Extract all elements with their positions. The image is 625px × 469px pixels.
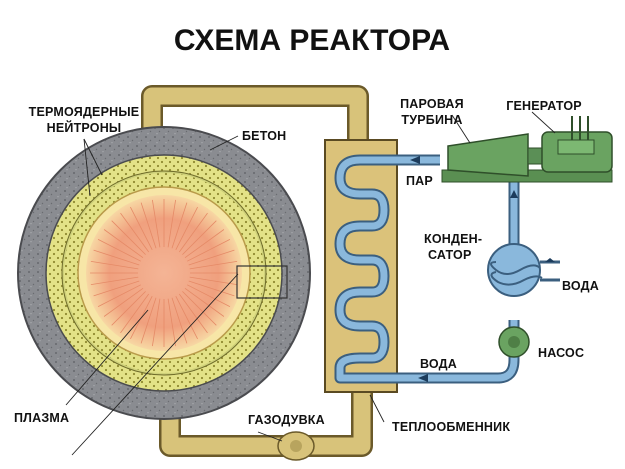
plasma-ray — [111, 291, 146, 326]
label-heat-exchanger: ТЕПЛООБМЕННИК — [392, 420, 510, 434]
steam-turbine — [447, 133, 529, 177]
plasma-ray — [93, 249, 140, 266]
plasma-ray — [184, 229, 225, 259]
plasma-ray — [120, 293, 150, 334]
plasma-ray — [167, 199, 176, 248]
plasma-rays — [90, 199, 238, 347]
plasma-ray — [120, 212, 150, 253]
gas-loop-pipe — [141, 85, 373, 457]
plasma-ray — [171, 297, 188, 344]
label-generator: ГЕНЕРАТОР — [506, 99, 582, 113]
plasma-ray — [140, 202, 157, 249]
plasma-ray — [97, 239, 141, 262]
coupling — [527, 147, 543, 165]
sample-window — [236, 265, 288, 299]
gas-blower — [277, 431, 315, 461]
plasma-ray — [184, 287, 225, 317]
plasma-ray — [130, 206, 153, 250]
label-water-return: ВОДА — [420, 357, 457, 371]
label-plasma: ПЛАЗМА — [14, 411, 69, 425]
plasma-ray — [182, 291, 217, 326]
plasma-ray — [175, 206, 198, 250]
plasma-ray — [188, 280, 235, 297]
plasma-ray — [187, 284, 231, 307]
plasma-ray — [187, 239, 231, 262]
plasma-ray — [189, 261, 238, 270]
plasma-ray — [178, 293, 208, 334]
plasma-ray — [188, 249, 235, 266]
plasma-ray — [111, 220, 146, 255]
water-arrow — [418, 374, 428, 382]
condenser — [487, 243, 560, 297]
plasma-ray — [103, 229, 144, 259]
water-return-pipe — [497, 320, 520, 384]
label-steam: ПАР — [406, 174, 433, 188]
plasma-ray — [140, 297, 157, 344]
plasma-ray — [90, 261, 139, 270]
plasma-ray — [152, 298, 161, 347]
label-concrete: БЕТОН — [242, 129, 286, 143]
reactor — [17, 126, 311, 420]
turbine-condenser-pipe — [508, 172, 520, 244]
pump — [498, 326, 530, 358]
label-thermonuclear-2: НЕЙТРОНЫ — [47, 120, 122, 135]
turbine-generator — [441, 116, 613, 183]
plasma-ray — [103, 287, 144, 317]
plasma-ray — [93, 280, 140, 297]
plasma-ray — [97, 284, 141, 307]
label-water-condenser: ВОДА — [562, 279, 599, 293]
label-steam-turbine-1: ПАРОВАЯ — [400, 97, 464, 111]
plasma-ray — [90, 276, 139, 285]
plasma-ray — [175, 296, 198, 340]
label-thermonuclear-1: ТЕРМОЯДЕРНЫЕ — [29, 105, 140, 119]
plasma-ray — [171, 202, 188, 249]
label-gas-blower: ГАЗОДУВКА — [248, 413, 325, 427]
heat-exchanger — [324, 139, 500, 393]
page-title: СХЕМА РЕАКТОРА — [174, 24, 450, 57]
plasma-ray — [182, 220, 217, 255]
label-steam-turbine-2: ТУРБИНА — [401, 113, 462, 127]
label-pump: НАСОС — [538, 346, 584, 360]
label-condenser-2: САТОР — [428, 248, 472, 262]
plasma-ray — [152, 199, 161, 248]
steam-arrow — [410, 156, 420, 164]
plasma-ray — [167, 298, 176, 347]
plasma-ray — [178, 212, 208, 253]
label-condenser-1: КОНДЕН- — [424, 232, 482, 246]
leader-lines — [65, 111, 556, 456]
